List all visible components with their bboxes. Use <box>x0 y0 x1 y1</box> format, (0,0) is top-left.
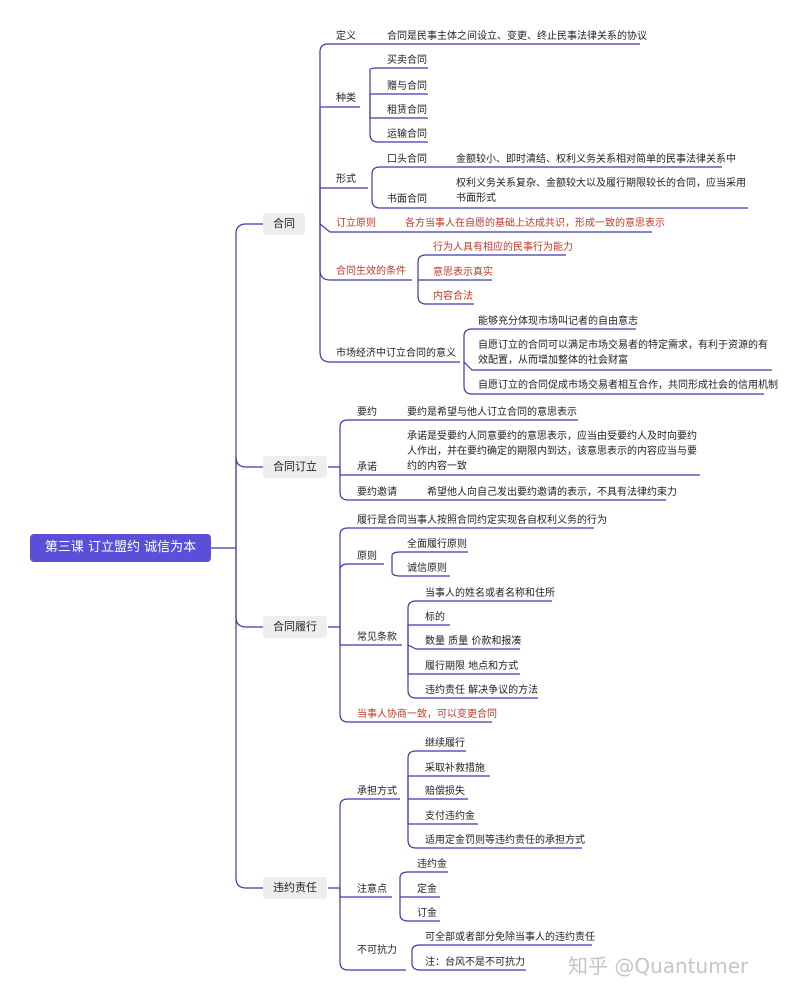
performance-definition: 履行是合同当事人按照合同约定实现各自权利义务的行为 <box>357 515 607 526</box>
principle-label: 订立原则 <box>336 218 376 229</box>
force-majeure-item: 注：台风不是不可抗力 <box>425 957 525 968</box>
liability-way: 赔偿损失 <box>425 786 465 797</box>
category-contract-conclusion[interactable]: 合同订立 <box>263 456 327 478</box>
written-contract-label: 书面合同 <box>387 194 427 205</box>
notes-label: 注意点 <box>357 884 387 895</box>
clause-item: 标的 <box>425 612 445 623</box>
category-breach-liability[interactable]: 违约责任 <box>263 877 327 899</box>
note-item: 订金 <box>417 908 437 919</box>
category-contract[interactable]: 合同 <box>263 213 305 235</box>
common-clauses-label: 常见条款 <box>357 632 397 643</box>
clause-item: 当事人的姓名或者名称和住所 <box>425 588 555 599</box>
performance-principle: 全面履行原则 <box>407 539 467 550</box>
market-item: 自愿订立的合同可以满足市场交易者的特定需求，有利于资源的有效配置，从而增加整体的… <box>478 340 768 366</box>
liability-ways-label: 承担方式 <box>357 786 397 797</box>
effective-condition: 意思表示真实 <box>433 267 493 278</box>
note-item: 定金 <box>417 884 437 895</box>
force-majeure-label: 不可抗力 <box>357 945 397 956</box>
clause-item: 履行期限 地点和方式 <box>425 661 519 672</box>
invitation-label: 要约邀请 <box>357 487 397 498</box>
definition-label: 定义 <box>336 31 356 42</box>
offer-label: 要约 <box>357 407 377 418</box>
form-label: 形式 <box>336 174 356 185</box>
type-item: 租赁合同 <box>387 105 427 116</box>
liability-way: 采取补救措施 <box>425 763 485 774</box>
type-item: 赠与合同 <box>387 81 427 92</box>
effective-condition: 行为人具有相应的民事行为能力 <box>433 242 573 253</box>
clause-item: 违约责任 解决争议的方法 <box>425 685 539 696</box>
clause-item: 数量 质量 价款和报凑 <box>425 636 522 647</box>
offer-text: 要约是希望与他人订立合同的意思表示 <box>407 407 577 418</box>
types-label: 种类 <box>336 93 356 104</box>
invitation-text: 希望他人向自己发出要约邀请的表示，不具有法律约束力 <box>427 487 677 498</box>
effective-condition: 内容合法 <box>433 291 473 302</box>
oral-contract-text: 金额较小、即时清结、权利义务关系相对简单的民事法律关系中 <box>456 154 736 165</box>
definition-text: 合同是民事主体之间设立、变更、终止民事法律关系的协议 <box>387 31 647 42</box>
acceptance-label: 承诺 <box>357 462 377 473</box>
liability-way: 继续履行 <box>425 738 465 749</box>
contract-change-text: 当事人协商一致，可以变更合同 <box>357 709 497 720</box>
acceptance-text: 承诺是受要约人同意要约的意思表示，应当由受要约人及时向要约人作出，并在要约确定的… <box>407 431 697 472</box>
liability-way: 适用定金罚则等违约责任的承担方式 <box>425 835 585 846</box>
oral-contract-label: 口头合同 <box>387 154 427 165</box>
performance-principle: 诚信原则 <box>407 563 447 574</box>
type-item: 买卖合同 <box>387 55 427 66</box>
type-item: 运输合同 <box>387 129 427 140</box>
principle-text: 各方当事人在自愿的基础上达成共识，形成一致的意思表示 <box>405 218 665 229</box>
force-majeure-item: 可全部或者部分免除当事人的违约责任 <box>425 932 595 943</box>
market-item: 自愿订立的合同促成市场交易者相互合作，共同形成社会的信用机制 <box>478 380 778 391</box>
watermark: 知乎 @Quantumer <box>568 954 749 978</box>
root-topic[interactable]: 第三课 订立盟约 诚信为本 <box>30 534 211 562</box>
note-item: 违约金 <box>417 859 447 870</box>
liability-way: 支付违约金 <box>425 811 475 822</box>
market-item: 能够充分体现市场叫记者的自由意志 <box>478 316 638 327</box>
performance-principle-label: 原则 <box>357 551 377 562</box>
market-significance-label: 市场经济中订立合同的意义 <box>336 348 456 359</box>
category-contract-performance[interactable]: 合同履行 <box>263 616 327 638</box>
effective-conditions-label: 合同生效的条件 <box>336 266 406 277</box>
written-contract-text: 权利义务关系复杂、金额较大以及履行期限较长的合同，应当采用书面形式 <box>456 178 746 204</box>
